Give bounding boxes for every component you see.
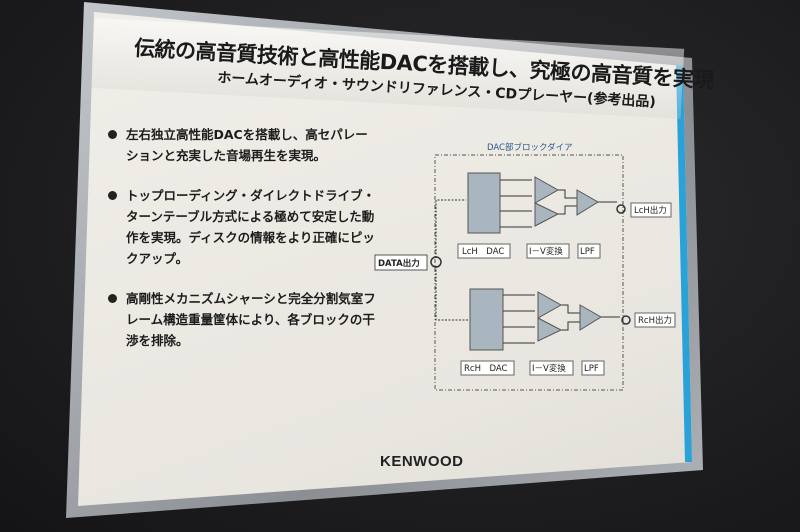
bullet-text: 高剛性メカニズムシャーシと完全分割気室フレーム構造重量筐体により、各ブロックの干… <box>126 291 376 348</box>
label-box <box>634 312 676 328</box>
lch-output-label: LcH出力 <box>634 205 667 216</box>
output-jack-icon <box>616 204 626 214</box>
data-output-label: DATA出力 <box>378 258 420 269</box>
label-box <box>577 243 601 259</box>
rch-dac-block <box>469 288 504 351</box>
input-jack-icon <box>430 256 442 268</box>
bullet-text: トップローディング・ダイレクトドライブ・ターンテーブル方式による極めて安定した動… <box>126 188 376 266</box>
iv-amp <box>537 291 563 319</box>
lch-iv-label: I－V変換 <box>529 246 563 257</box>
bullet-dot <box>108 130 117 139</box>
lch-lpf-label: LPF <box>580 247 595 257</box>
diagram-title: DAC部ブロックダイア <box>487 142 573 153</box>
left-channel: LcH DAC I－V変換 LPF LcH出力 <box>457 172 672 259</box>
dac-section-outline <box>434 154 624 391</box>
label-box <box>581 360 605 376</box>
right-channel: RcH DAC I－V変換 LPF RcH出力 <box>460 288 676 376</box>
iv-amp <box>537 317 563 342</box>
rch-iv-label: I－V変換 <box>532 363 566 374</box>
kenwood-logo: KENWOOD <box>380 453 464 470</box>
signal-lines <box>500 179 617 228</box>
iv-amp <box>534 202 560 227</box>
label-box <box>526 243 570 259</box>
label-box <box>460 360 515 376</box>
feature-bullet: 左右独立高性能DACを搭載し、高セパレーションと充実した音場再生を実現。 <box>108 124 376 166</box>
data-signal-line <box>435 199 468 321</box>
feature-bullet: 高剛性メカニズムシャーシと完全分割気室フレーム構造重量筐体により、各ブロックの干… <box>108 288 376 351</box>
lch-dac-block <box>467 172 501 234</box>
lpf-amp <box>579 304 602 331</box>
signal-lines <box>503 294 620 344</box>
bullet-dot <box>108 191 117 200</box>
bullet-text: 左右独立高性能DACを搭載し、高セパレーションと充実した音場再生を実現。 <box>126 127 368 163</box>
iv-amp <box>534 176 560 204</box>
bullet-dot <box>108 294 117 303</box>
rch-dac-label: RcH DAC <box>464 364 508 374</box>
lpf-amp <box>576 189 599 216</box>
lch-dac-label: LcH DAC <box>462 247 504 257</box>
rch-lpf-label: LPF <box>584 364 599 374</box>
label-box <box>457 243 511 259</box>
output-jack-icon <box>621 315 631 325</box>
label-box <box>529 360 574 376</box>
rch-output-label: RcH出力 <box>638 315 672 326</box>
label-box <box>630 202 672 218</box>
label-box <box>374 254 428 271</box>
feature-bullet: トップローディング・ダイレクトドライブ・ターンテーブル方式による極めて安定した動… <box>108 185 376 269</box>
